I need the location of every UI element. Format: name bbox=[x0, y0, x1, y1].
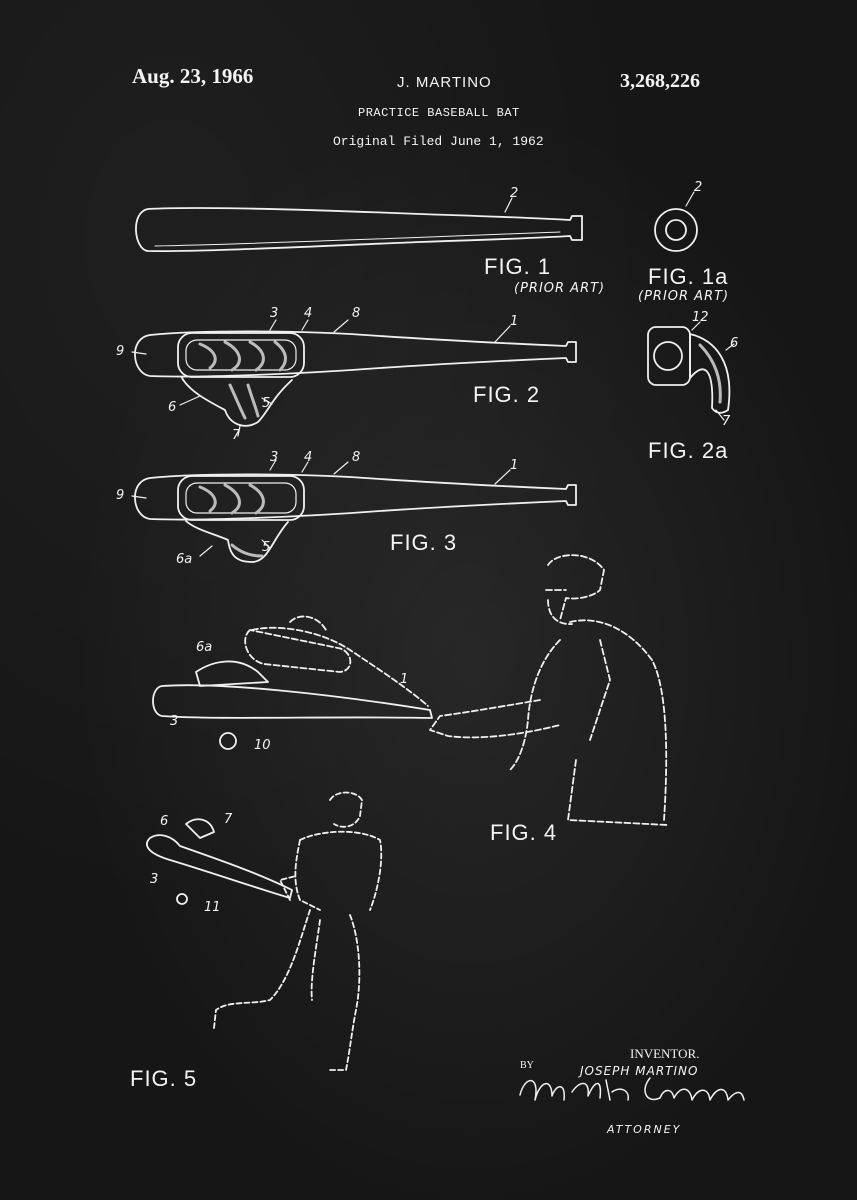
ref-numeral: 7 bbox=[722, 414, 731, 429]
fig1-prior-art-note: (PRIOR ART) bbox=[514, 281, 606, 296]
fig4-label: FIG. 4 bbox=[490, 820, 558, 845]
ref-numeral: 1 bbox=[510, 314, 519, 329]
filed-date: Original Filed June 1, 1962 bbox=[333, 134, 544, 149]
ref-numeral: 11 bbox=[204, 900, 221, 915]
ref-numeral: 5 bbox=[262, 396, 271, 411]
fig3-label: FIG. 3 bbox=[390, 530, 458, 555]
ref-numeral: 9 bbox=[116, 344, 125, 359]
ref-numeral: 4 bbox=[304, 450, 313, 465]
ref-numeral: 8 bbox=[352, 450, 361, 465]
by-label: BY bbox=[520, 1060, 534, 1071]
fig2a-pad-drawing bbox=[647, 321, 735, 421]
ref-numeral: 7 bbox=[224, 812, 233, 827]
patent-number: 3,268,226 bbox=[620, 70, 700, 92]
ref-numeral: 6a bbox=[176, 552, 193, 567]
ref-numeral: 12 bbox=[692, 310, 709, 325]
patent-date: Aug. 23, 1966 bbox=[132, 64, 254, 88]
ref-numeral: 6a bbox=[196, 640, 213, 655]
fig2-label: FIG. 2 bbox=[473, 382, 541, 407]
fig3-bat-drawing bbox=[131, 459, 577, 563]
ref-numeral: 9 bbox=[116, 488, 125, 503]
fig2-bat-drawing bbox=[131, 319, 577, 437]
ref-numeral: 6 bbox=[168, 400, 177, 415]
ref-numeral: 1 bbox=[510, 458, 519, 473]
attorney-signature-drawing bbox=[519, 1077, 745, 1101]
fig4-batter-drawing bbox=[152, 554, 669, 826]
ref-numeral: 3 bbox=[170, 714, 179, 729]
fig1a-label: FIG. 1a bbox=[648, 264, 729, 289]
ref-numeral: 2 bbox=[694, 180, 703, 195]
ref-numeral: 6 bbox=[730, 336, 739, 351]
fig1a-ring-drawing bbox=[654, 191, 698, 252]
ref-numeral: 5 bbox=[262, 540, 271, 555]
ref-numeral: 7 bbox=[232, 428, 241, 443]
inventor-label: INVENTOR. bbox=[630, 1046, 700, 1061]
inventor-full-name: JOSEPH MARTINO bbox=[580, 1064, 699, 1078]
fig1-label: FIG. 1 bbox=[484, 254, 552, 279]
ref-numeral: 6 bbox=[160, 814, 169, 829]
ref-numeral: 3 bbox=[150, 872, 159, 887]
patent-title: PRACTICE BASEBALL BAT bbox=[358, 106, 520, 120]
inventor-name-header: J. MARTINO bbox=[397, 74, 492, 91]
fig5-label: FIG. 5 bbox=[130, 1066, 198, 1091]
ref-numeral: 8 bbox=[352, 306, 361, 321]
ref-numeral: 3 bbox=[270, 306, 279, 321]
ref-numeral: 2 bbox=[510, 186, 519, 201]
fig2a-label: FIG. 2a bbox=[648, 438, 729, 463]
attorney-label: ATTORNEY bbox=[607, 1123, 682, 1136]
fig1a-prior-art-note: (PRIOR ART) bbox=[638, 289, 730, 304]
ref-numeral: 3 bbox=[270, 450, 279, 465]
ref-numeral: 1 bbox=[400, 672, 409, 687]
ref-numeral: 4 bbox=[304, 306, 313, 321]
fig1-bat-drawing bbox=[135, 197, 583, 253]
ref-numeral: 10 bbox=[254, 738, 271, 753]
fig5-batter-drawing bbox=[146, 791, 383, 1071]
